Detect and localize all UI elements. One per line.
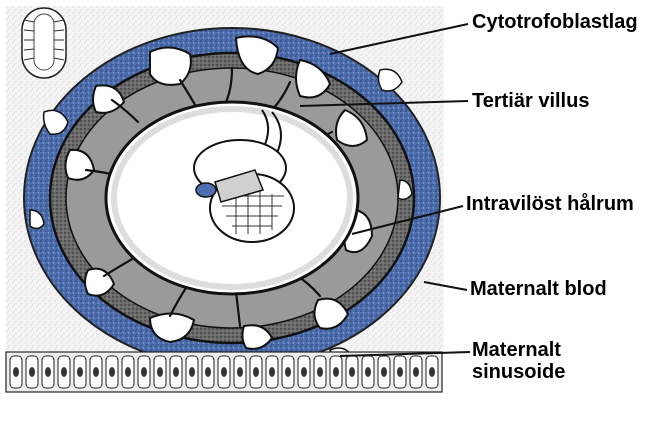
label-tertiary-villus: Tertiär villus xyxy=(472,90,589,112)
uterine-gland xyxy=(22,8,66,78)
label-maternal-sinusoid-line2: sinusoide xyxy=(472,361,565,383)
uterine-epithelium xyxy=(6,352,442,392)
label-maternal-sinusoid: Maternalt sinusoide xyxy=(472,339,565,383)
label-maternal-sinusoid-line1: Maternalt xyxy=(472,339,561,361)
label-maternal-blood: Maternalt blod xyxy=(470,278,607,300)
label-intervillous-space: Intravilöst hålrum xyxy=(466,193,634,215)
label-cytotrophoblast: Cytotrofoblastlag xyxy=(472,11,638,33)
